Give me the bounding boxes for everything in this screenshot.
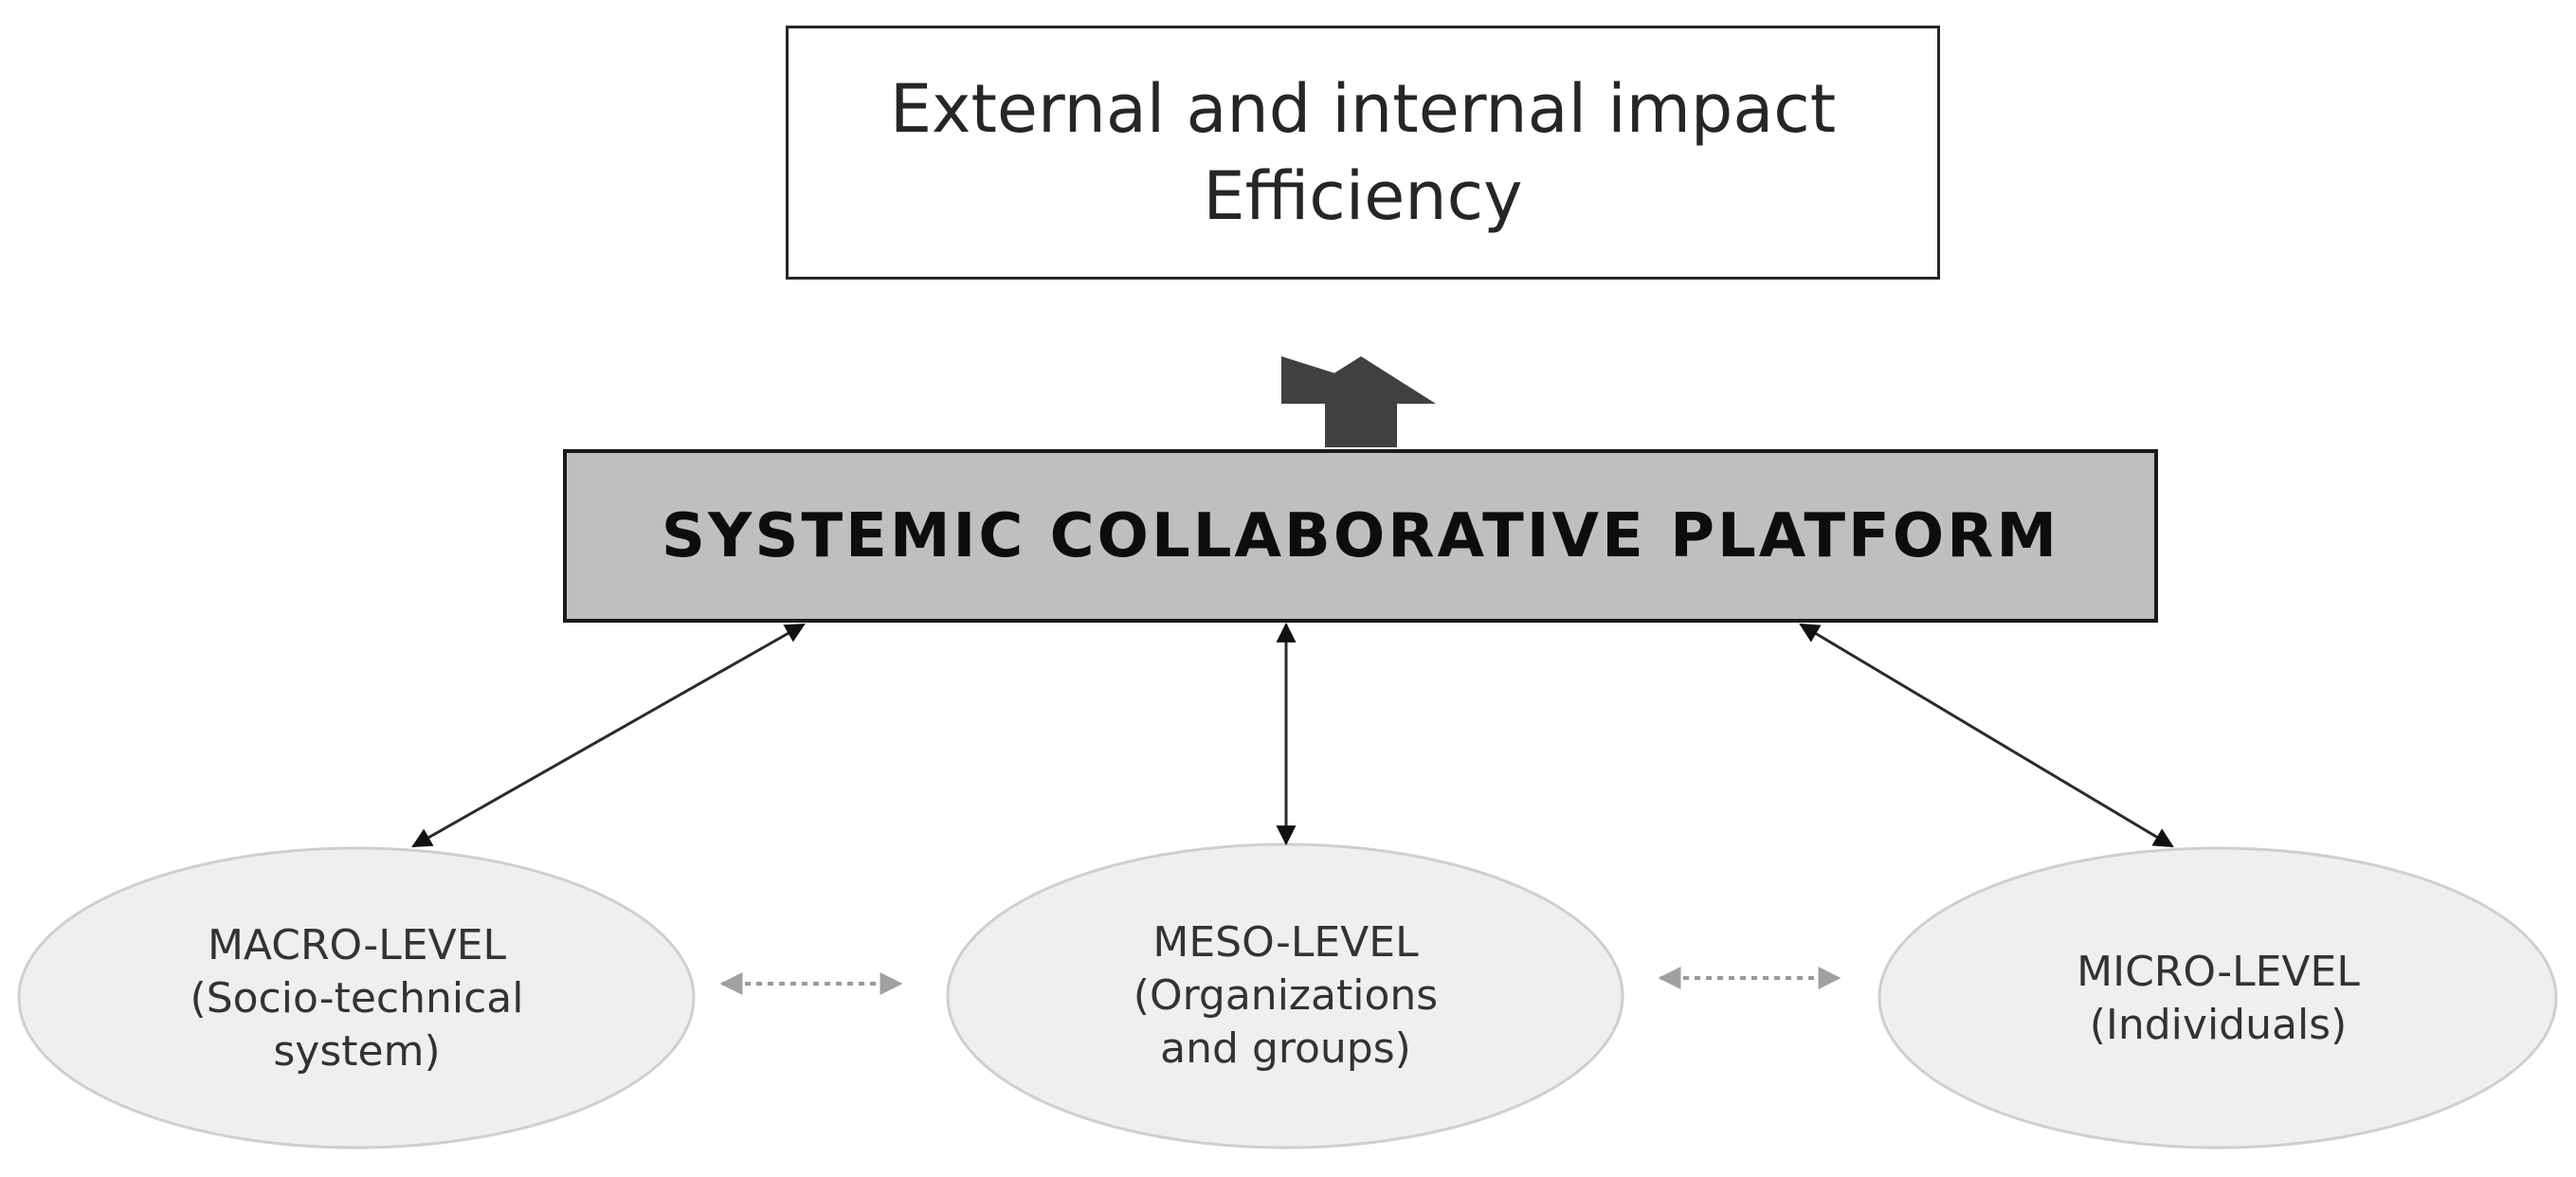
platform-box: SYSTEMIC COLLABORATIVE PLATFORM (563, 449, 2158, 623)
level-description: system) (273, 1026, 441, 1076)
level-title: MACRO-LEVEL (207, 920, 507, 969)
level-description: (Organizations (1133, 971, 1439, 1020)
macro-level-ellipse (17, 846, 696, 1150)
level-title: MICRO-LEVEL (2077, 947, 2360, 996)
impact-box: External and internal impact Efficiency (786, 26, 1940, 280)
up-arrow-head (1286, 356, 1436, 404)
level-description: (Individuals) (2089, 1000, 2348, 1049)
platform-label: SYSTEMIC COLLABORATIVE PLATFORM (661, 500, 2060, 571)
micro-level-node: MICRO-LEVEL (Individuals) (1879, 848, 2557, 1149)
connector-platform-macro (411, 623, 806, 848)
micro-level-ellipse (1878, 846, 2558, 1150)
macro-level-node: MACRO-LEVEL (Socio-technical system) (19, 848, 695, 1149)
connector-platform-micro (1799, 623, 2174, 848)
up-arrow-shaft (1325, 402, 1397, 447)
impact-line-2: Efficiency (1203, 157, 1523, 235)
level-description: (Socio-technical (190, 973, 524, 1023)
level-description: and groups) (1160, 1024, 1411, 1073)
impact-line-1: External and internal impact (889, 70, 1837, 148)
meso-level-node: MESO-LEVEL (Organizations and groups) (948, 843, 1624, 1149)
level-title: MESO-LEVEL (1152, 918, 1419, 967)
